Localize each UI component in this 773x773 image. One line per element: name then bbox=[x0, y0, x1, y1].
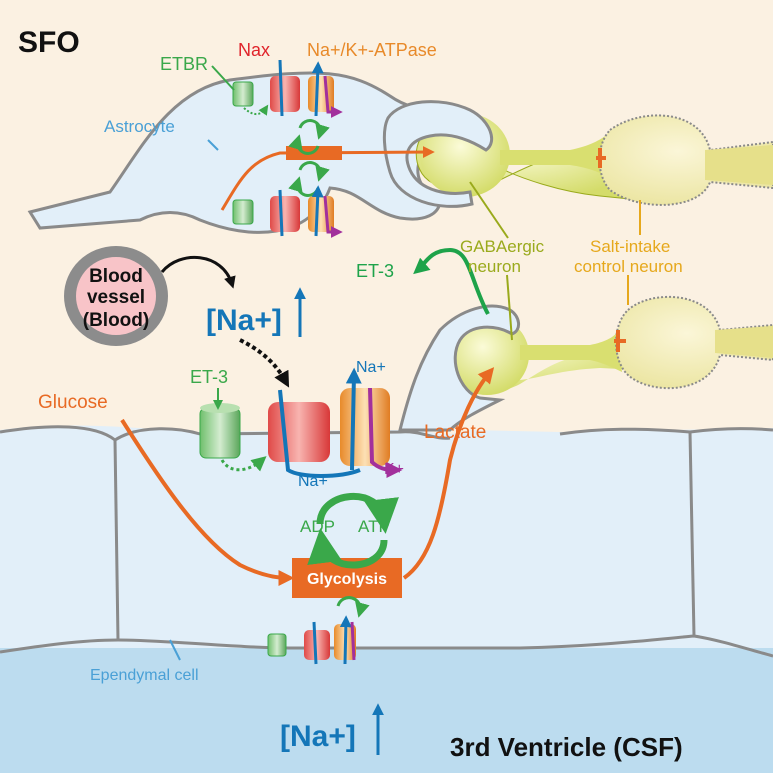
na-k-atpase-label: Na+/K+-ATPase bbox=[307, 40, 437, 60]
salt-neuron-upper bbox=[596, 114, 773, 206]
adp-label: ADP bbox=[300, 517, 335, 536]
ventricle-label: 3rd Ventricle (CSF) bbox=[450, 732, 683, 762]
bottom-cycle bbox=[336, 596, 370, 618]
et3-release-arrow bbox=[413, 247, 490, 315]
blood-vessel-label-1: Blood bbox=[89, 266, 143, 287]
bottom-transporters bbox=[267, 615, 356, 665]
k-plus-label: K+ bbox=[384, 461, 404, 478]
ependymal-pointer bbox=[169, 639, 181, 661]
astro-transporters-bottom bbox=[232, 185, 343, 238]
lactate-label: Lactate bbox=[424, 422, 486, 443]
etbr-pointer bbox=[211, 65, 235, 91]
astro-lactate-arrow bbox=[220, 146, 435, 211]
ependymal-label: Ependymal cell bbox=[90, 667, 199, 684]
astro-cycle-top bbox=[288, 119, 330, 155]
main-transporters bbox=[199, 367, 403, 478]
na-upper-label: [Na+] bbox=[206, 304, 282, 337]
astrocyte-process-upper bbox=[382, 100, 493, 208]
astrocyte-label: Astrocyte bbox=[104, 117, 175, 136]
glucose-arrow bbox=[120, 418, 295, 586]
gaba-pointer-lower bbox=[506, 274, 513, 341]
adp-atp-cycle bbox=[307, 493, 399, 569]
ependymal-membranes bbox=[0, 425, 773, 658]
gabaergic-label-1: GABAergic bbox=[460, 237, 545, 256]
salt-label-2: control neuron bbox=[574, 257, 683, 276]
astro-transporters-top bbox=[232, 59, 343, 118]
salt-label-1: Salt-intake bbox=[590, 237, 670, 256]
blood-na-arrow bbox=[160, 255, 236, 289]
atp-label: ATP bbox=[358, 517, 390, 536]
gabaergic-label-2: neuron bbox=[468, 257, 521, 276]
csf-region bbox=[0, 648, 773, 773]
gaba-pointer bbox=[469, 181, 509, 239]
astrocyte-pointer bbox=[207, 139, 219, 151]
na-lower-label: [Na+] bbox=[280, 720, 356, 753]
etbr-label: ETBR bbox=[160, 54, 208, 74]
et3-left-label: ET-3 bbox=[190, 367, 228, 387]
lactate-arrow bbox=[402, 367, 495, 580]
na-plus-bottom-label: Na+ bbox=[298, 473, 328, 490]
blood-vessel-label-3: (Blood) bbox=[83, 310, 149, 331]
blood-vessel bbox=[64, 246, 168, 346]
salt-neuron-lower bbox=[614, 295, 773, 390]
et3-right-label: ET-3 bbox=[356, 261, 394, 281]
nax-label: Nax bbox=[238, 40, 270, 60]
na-plus-top-label: Na+ bbox=[356, 359, 386, 376]
sfo-label: SFO bbox=[18, 26, 80, 59]
na-to-nax-arrow bbox=[239, 338, 290, 388]
glycolysis-label: Glycolysis bbox=[307, 571, 387, 588]
blood-vessel-label-2: vessel bbox=[87, 287, 145, 308]
glucose-label: Glucose bbox=[38, 392, 108, 413]
